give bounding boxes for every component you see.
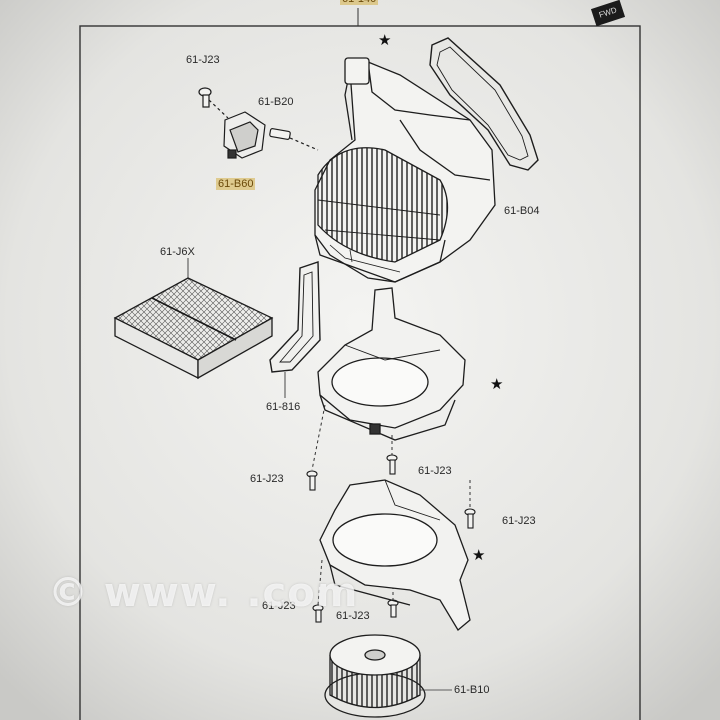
- star-marker-middle: ★: [490, 376, 504, 393]
- actuator-b60: [223, 111, 266, 159]
- label-61-b10: 61-B10: [454, 684, 490, 696]
- label-61-j6x: 61-J6X: [160, 246, 195, 258]
- seal-816: [269, 261, 321, 398]
- label-61-j23-left: 61-J23: [250, 473, 284, 485]
- screw-j23-mid: [386, 454, 398, 475]
- blower-upper-housing: [314, 57, 496, 283]
- pin-b20: [269, 128, 319, 151]
- watermark-text: © www. .com: [48, 570, 359, 616]
- label-61-j23-low-mid: 61-J23: [336, 610, 370, 622]
- lower-case-middle: [317, 287, 466, 441]
- label-61-j23-low-left: 61-J23: [262, 600, 296, 612]
- label-61-j23-top: 61-J23: [186, 54, 220, 66]
- label-61-816: 61-816: [266, 401, 301, 413]
- leader-lines: [311, 404, 471, 606]
- screw-j23-low-left: [312, 604, 324, 623]
- cabin-filter-j6x: [113, 258, 274, 380]
- screw-j23-left: [306, 470, 318, 491]
- star-marker-lower: ★: [472, 547, 486, 564]
- label-61-b20: 61-B20: [258, 96, 294, 108]
- blower-motor-b10: [324, 634, 426, 718]
- star-marker-upper: ★: [378, 32, 392, 49]
- label-61-j23-mid: 61-J23: [418, 465, 452, 477]
- label-61-b60: 61-B60: [216, 178, 256, 190]
- label-61-b04: 61-B04: [504, 205, 540, 217]
- header-label: 61-140: [340, 0, 379, 5]
- diagram-frame: [79, 25, 641, 720]
- screw-j23-right: [464, 508, 476, 529]
- screws: [306, 454, 476, 623]
- gasket-b04: [429, 37, 539, 171]
- label-61-j23-right: 61-J23: [502, 515, 536, 527]
- lower-blower-housing: [319, 479, 471, 631]
- screw-j23-top: [198, 87, 229, 119]
